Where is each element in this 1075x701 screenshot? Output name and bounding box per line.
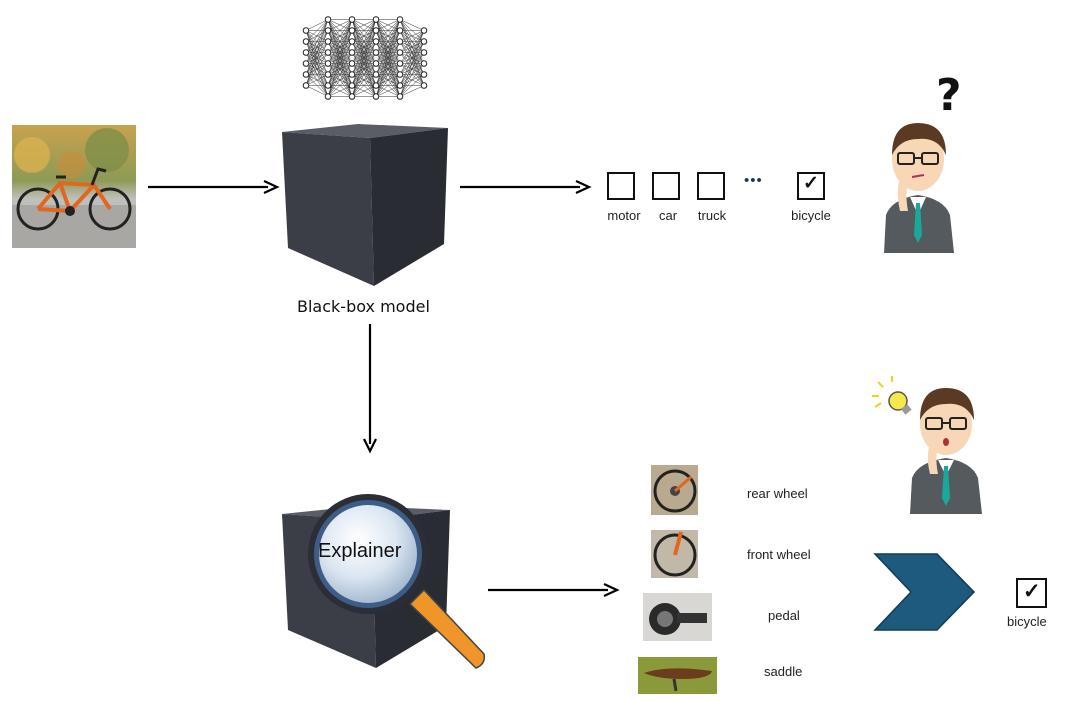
explainer-label: Explainer — [318, 540, 402, 562]
class-checkbox-truck — [697, 172, 725, 200]
arrow-explainer-to-parts — [488, 583, 620, 597]
input-bicycle-image — [12, 125, 136, 248]
question-mark: ? — [936, 70, 962, 121]
arrow-model-to-classes — [460, 180, 592, 194]
class-checkbox-bicycle: ✓ — [797, 172, 825, 200]
class-checkbox-motor — [607, 172, 635, 200]
neural-network-icon — [302, 16, 428, 100]
confused-person-icon — [884, 123, 954, 253]
ellipsis: ••• — [744, 172, 763, 189]
lightbulb-icon — [872, 376, 912, 415]
arrow-input-to-model — [148, 180, 280, 194]
arrow-model-to-explainer — [363, 324, 377, 454]
result-label: bicycle — [1007, 614, 1047, 629]
class-label-truck: truck — [697, 208, 727, 223]
enlightened-person-icon — [910, 388, 982, 514]
black-box-cube — [282, 124, 448, 286]
part-image-rear-wheel — [651, 465, 698, 515]
model-label: Black-box model — [297, 297, 430, 316]
part-image-pedal — [643, 593, 712, 641]
magnifier-icon — [308, 494, 486, 669]
part-label-rear-wheel: rear wheel — [747, 486, 808, 501]
result-checkbox-bicycle: ✓ — [1016, 578, 1047, 608]
part-label-saddle: saddle — [764, 664, 803, 679]
part-image-front-wheel — [651, 530, 698, 578]
class-label-motor: motor — [607, 208, 641, 223]
result-check-icon: ✓ — [1023, 580, 1041, 603]
part-label-front-wheel: front wheel — [747, 547, 811, 562]
part-image-saddle — [638, 657, 717, 694]
chevron-arrow-icon — [873, 553, 976, 631]
part-label-pedal: pedal — [768, 608, 800, 623]
class-label-car: car — [658, 208, 678, 223]
check-icon: ✓ — [803, 173, 819, 194]
class-label-bicycle: bicycle — [791, 208, 831, 223]
class-checkbox-car — [652, 172, 680, 200]
